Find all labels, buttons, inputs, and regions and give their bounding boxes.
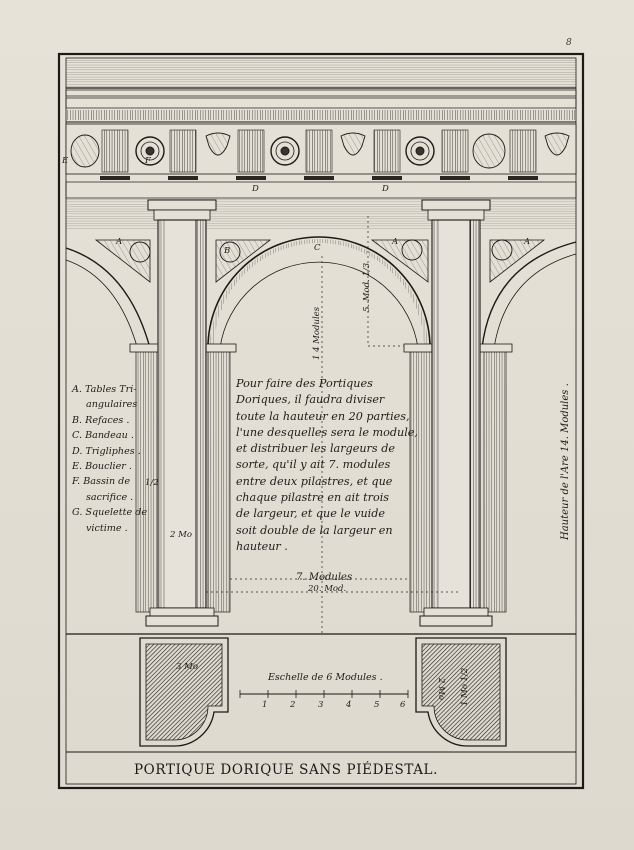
legend-item: E. Bouclier .: [72, 460, 132, 472]
legend-item: A. Tables Tri-: [72, 384, 137, 395]
legend-item: C. Bandeau .: [72, 430, 134, 442]
soffit: [66, 198, 576, 230]
scale-tick: 6: [400, 700, 406, 710]
cornice: [65, 58, 577, 123]
frieze: [65, 123, 577, 199]
legend-item: F. Bassin de: [72, 476, 130, 488]
legend-item: G. Squelette de: [72, 507, 147, 519]
paragraph-line: toute la hauteur en 20 parties,: [236, 409, 410, 423]
letter-d-2: D: [382, 184, 389, 194]
plate-border-outer: [57, 52, 585, 790]
letter-e: E: [62, 156, 69, 166]
letter-f: F: [145, 156, 151, 166]
legend-item: angulaires: [86, 399, 138, 411]
label-arch-height: Hauteur de l'Are 14. Modules .: [560, 383, 571, 540]
scale-title: Eschelle de 6 Modules .: [268, 672, 383, 683]
instruction-paragraph: Pour faire des Portiques Doriques, il fa…: [236, 376, 418, 555]
paragraph-line: hauteur .: [236, 539, 288, 553]
scale-bar: [239, 690, 409, 698]
letter-a-1: A: [116, 237, 123, 247]
scale-tick: 4: [346, 700, 352, 710]
dimension-lines: [206, 216, 460, 634]
legend-item: victime .: [86, 522, 128, 534]
label-plan-right-b: 1 Mo 1/2: [460, 667, 470, 706]
label-plan-right-a: 2 Mo: [436, 678, 446, 700]
plan-left: [139, 637, 229, 747]
plate-title: PORTIQUE DORIQUE SANS PIÉDESTAL.: [134, 762, 439, 778]
scale-tick: 5: [374, 700, 380, 710]
plan-right: [415, 637, 507, 747]
column-left: [145, 199, 219, 627]
pilasters: [129, 343, 513, 613]
legend-item: B. Refaces .: [72, 414, 130, 426]
paragraph-line: Doriques, il faudra diviser: [236, 393, 385, 407]
letter-a-3: A: [524, 237, 531, 247]
paragraph-line: sorte, qu'il y ait 7. modules: [236, 458, 391, 472]
arch-left: [65, 247, 151, 351]
paragraph-line: chaque pilastre en ait trois: [236, 491, 390, 505]
legend: A. Tables Tri- angulaires B. Refaces . C…: [72, 382, 147, 536]
paragraph-line: et distribuer les largeurs de: [236, 442, 395, 456]
arch-right: [481, 241, 577, 349]
label-7-modules: 7. Modules: [296, 572, 353, 583]
label-14-modules: 1 4 Modules: [312, 306, 322, 360]
label-half: 1/2: [145, 478, 159, 488]
letter-c: C: [314, 243, 321, 253]
column-right: [419, 199, 493, 627]
paragraph-line: l'une desquelles sera le module,: [236, 425, 418, 439]
scale-tick: 3: [318, 700, 324, 710]
paragraph-line: soit double de la largeur en: [236, 523, 393, 537]
scale-tick: 2: [290, 700, 296, 710]
legend-item: sacrifice .: [86, 491, 134, 503]
paragraph-line: de largeur, et que le vuide: [236, 507, 386, 521]
label-20-mod: 20. Mod.: [308, 584, 347, 594]
arch-center: [207, 236, 431, 349]
letter-a-2: A: [392, 237, 399, 247]
label-2-mo: 2 Mo: [170, 530, 192, 540]
legend-item: D. Trigliphes .: [72, 445, 141, 457]
plate-number: 8: [566, 38, 572, 48]
spandrels: [94, 239, 546, 283]
letter-b: B: [224, 246, 231, 256]
label-5-mod: 5. Mod. 1/3: [362, 262, 372, 312]
paragraph-line: Pour faire des Portiques: [236, 377, 373, 390]
scale-tick: 1: [262, 700, 268, 710]
paragraph-line: entre deux pilastres, et que: [236, 474, 393, 488]
letter-d-1: D: [252, 184, 259, 194]
label-plan-left: 3 Mo: [176, 662, 198, 672]
